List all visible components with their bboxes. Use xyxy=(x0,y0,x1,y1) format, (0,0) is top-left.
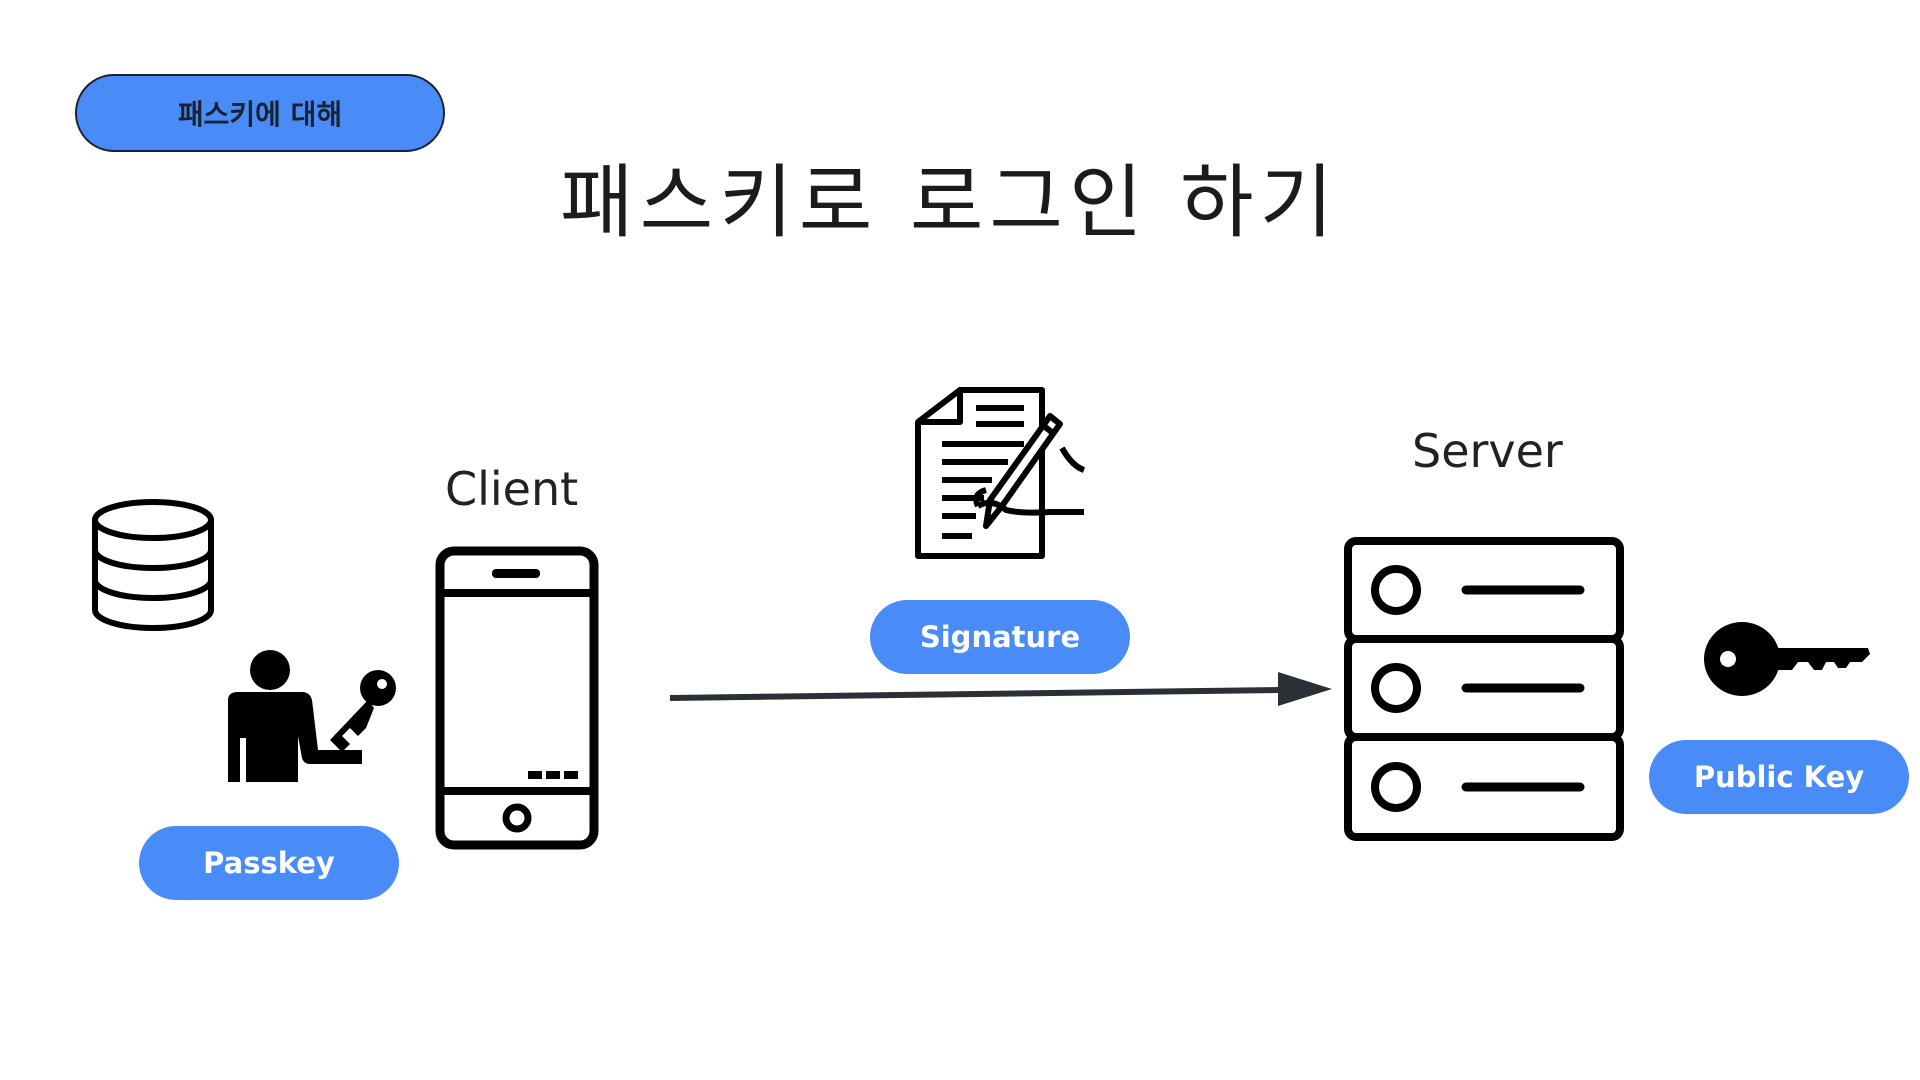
arrow-right-icon xyxy=(669,672,1332,706)
passkey-pill[interactable]: Passkey xyxy=(139,826,399,900)
smartphone-icon xyxy=(435,546,599,850)
server-rack-icon xyxy=(1344,537,1624,841)
key-icon xyxy=(1704,622,1870,696)
page-title: 패스키로 로그인 하기 xyxy=(560,156,1340,249)
client-label: Client xyxy=(445,462,579,516)
person-with-key-icon xyxy=(228,650,396,782)
signature-pill[interactable]: Signature xyxy=(870,600,1130,674)
public-key-pill[interactable]: Public Key xyxy=(1649,740,1909,814)
topic-pill[interactable]: 패스키에 대해 xyxy=(75,74,445,152)
server-label: Server xyxy=(1412,424,1563,478)
signed-document-icon xyxy=(915,387,1086,559)
database-icon xyxy=(92,499,214,631)
